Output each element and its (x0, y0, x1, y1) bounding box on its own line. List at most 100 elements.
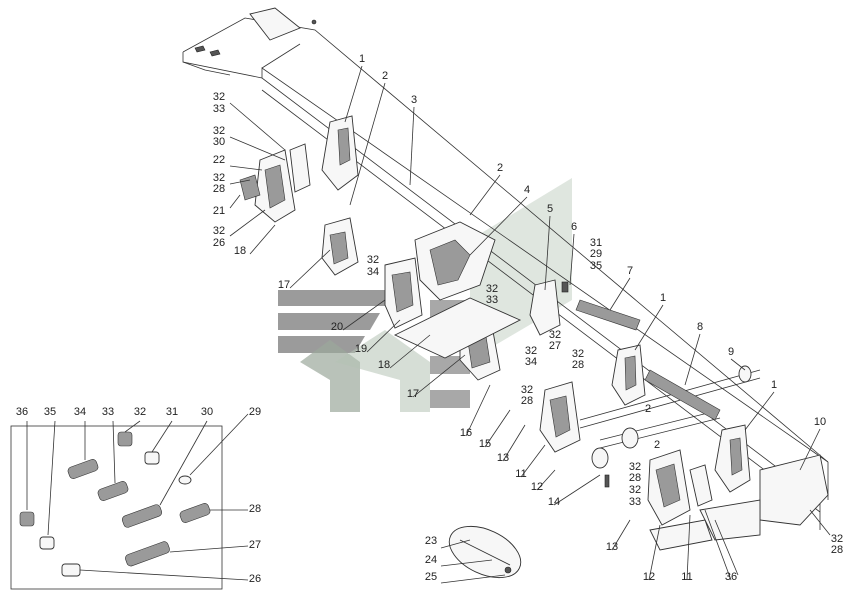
part-number-label: 28 (572, 359, 584, 371)
part-number-label: 29 (590, 248, 602, 260)
part-number-label: 18 (378, 359, 390, 371)
part-number-label: 31 (590, 237, 602, 249)
part-number-label: 11 (515, 468, 526, 480)
part-number-label: 24 (425, 554, 437, 566)
leader-line (366, 319, 401, 353)
part-number-label: 15 (479, 438, 491, 450)
leader-line (124, 420, 141, 433)
leader-line (730, 358, 746, 371)
hatched-rod-8 (644, 369, 721, 421)
leader-line (229, 165, 263, 171)
mounting-bracket-3 (714, 424, 751, 493)
part-number-label: 32 (213, 225, 225, 237)
part-number-label: 32 (213, 125, 225, 137)
part-number-label: 32 (367, 254, 379, 266)
leader-line (229, 194, 241, 209)
leader-line (609, 277, 631, 311)
part-number-label: 32 (521, 384, 533, 396)
part-number-label: 19 (355, 343, 367, 355)
oval-guard-23 (448, 525, 522, 579)
part-number-label: 25 (425, 571, 437, 583)
parts-inset (10, 425, 223, 590)
part-number-label: 36 (725, 571, 737, 583)
leader-line (714, 519, 739, 576)
part-number-label: 30 (213, 136, 225, 148)
part-number-label: 17 (278, 279, 290, 291)
leader-line (229, 136, 286, 161)
part-number-label: 2 (654, 439, 660, 451)
mounting-bracket-1 (321, 115, 359, 191)
part-number-label: 28 (521, 395, 533, 407)
part-number-label: 12 (643, 571, 655, 583)
part-number-label: 8 (697, 321, 703, 333)
part-number-label: 4 (524, 184, 530, 196)
leader-line (484, 409, 511, 448)
leader-line (440, 574, 506, 584)
cutting-unit-center-right (459, 314, 581, 453)
part-number-label: 32 (629, 461, 641, 473)
inset-fastener-31 (144, 451, 160, 465)
part-number-label: 16 (460, 427, 472, 439)
leader-line (409, 106, 415, 186)
leader-line (465, 384, 491, 437)
part-number-label: 2 (382, 70, 388, 82)
part-number-label: 11 (681, 571, 692, 583)
inset-part-number-label: 36 (16, 406, 28, 418)
part-number-label: 23 (425, 535, 437, 547)
leader-line (502, 424, 526, 462)
part-number-label: 34 (525, 356, 537, 368)
part-number-label: 32 (629, 484, 641, 496)
leader-line (634, 304, 664, 351)
leader-line (684, 333, 701, 386)
part-number-label: 6 (571, 221, 577, 233)
part-number-label: 32 (213, 91, 225, 103)
end-plate-right (649, 454, 829, 551)
inset-part-number-label: 27 (249, 539, 261, 551)
part-number-label: 17 (407, 388, 419, 400)
part-number-label: 34 (367, 266, 379, 278)
leader-line (412, 354, 466, 398)
part-number-label: 33 (213, 103, 225, 115)
part-number-label: 26 (213, 237, 225, 249)
part-number-label: 21 (213, 205, 225, 217)
leader-line (553, 474, 601, 506)
part-number-label: 14 (548, 496, 560, 508)
leader-line (704, 509, 732, 581)
part-number-label: 1 (771, 379, 777, 391)
part-number-label: 32 (549, 329, 561, 341)
cutting-unit-center-left (321, 217, 423, 329)
cutting-unit-right (647, 449, 713, 526)
part-number-label: 3 (411, 94, 417, 106)
inset-part-number-label: 29 (249, 406, 261, 418)
inset-part-number-label: 34 (74, 406, 86, 418)
leader-line (112, 420, 116, 484)
part-number-label: 5 (547, 203, 553, 215)
leader-line (536, 469, 556, 491)
leader-line (159, 420, 208, 506)
part-number-label: 13 (497, 452, 509, 464)
inset-part-number-label: 28 (249, 503, 261, 515)
part-number-label: 7 (627, 265, 633, 277)
leader-line (344, 65, 363, 123)
part-number-label: 13 (606, 541, 618, 553)
inset-part-number-label: 31 (166, 406, 178, 418)
inset-fastener-33 (97, 481, 129, 501)
part-number-label: 32 (831, 533, 843, 545)
inset-fastener-27 (125, 541, 170, 567)
inset-fastener-34 (67, 459, 99, 479)
leader-line (389, 334, 431, 369)
leader-line (349, 82, 386, 206)
inset-fastener-36 (19, 511, 35, 527)
part-number-label: 9 (728, 346, 734, 358)
leader-line (648, 524, 661, 581)
part-number-label: 18 (234, 245, 246, 257)
part-number-label: 35 (590, 260, 602, 272)
mounting-bracket-2 (611, 344, 646, 406)
part-number-label: 32 (525, 345, 537, 357)
inset-fastener-26 (61, 563, 81, 577)
part-number-label: 28 (629, 472, 641, 484)
part-number-label: 33 (486, 294, 498, 306)
leader-line (469, 196, 528, 256)
leader-line (169, 545, 249, 553)
